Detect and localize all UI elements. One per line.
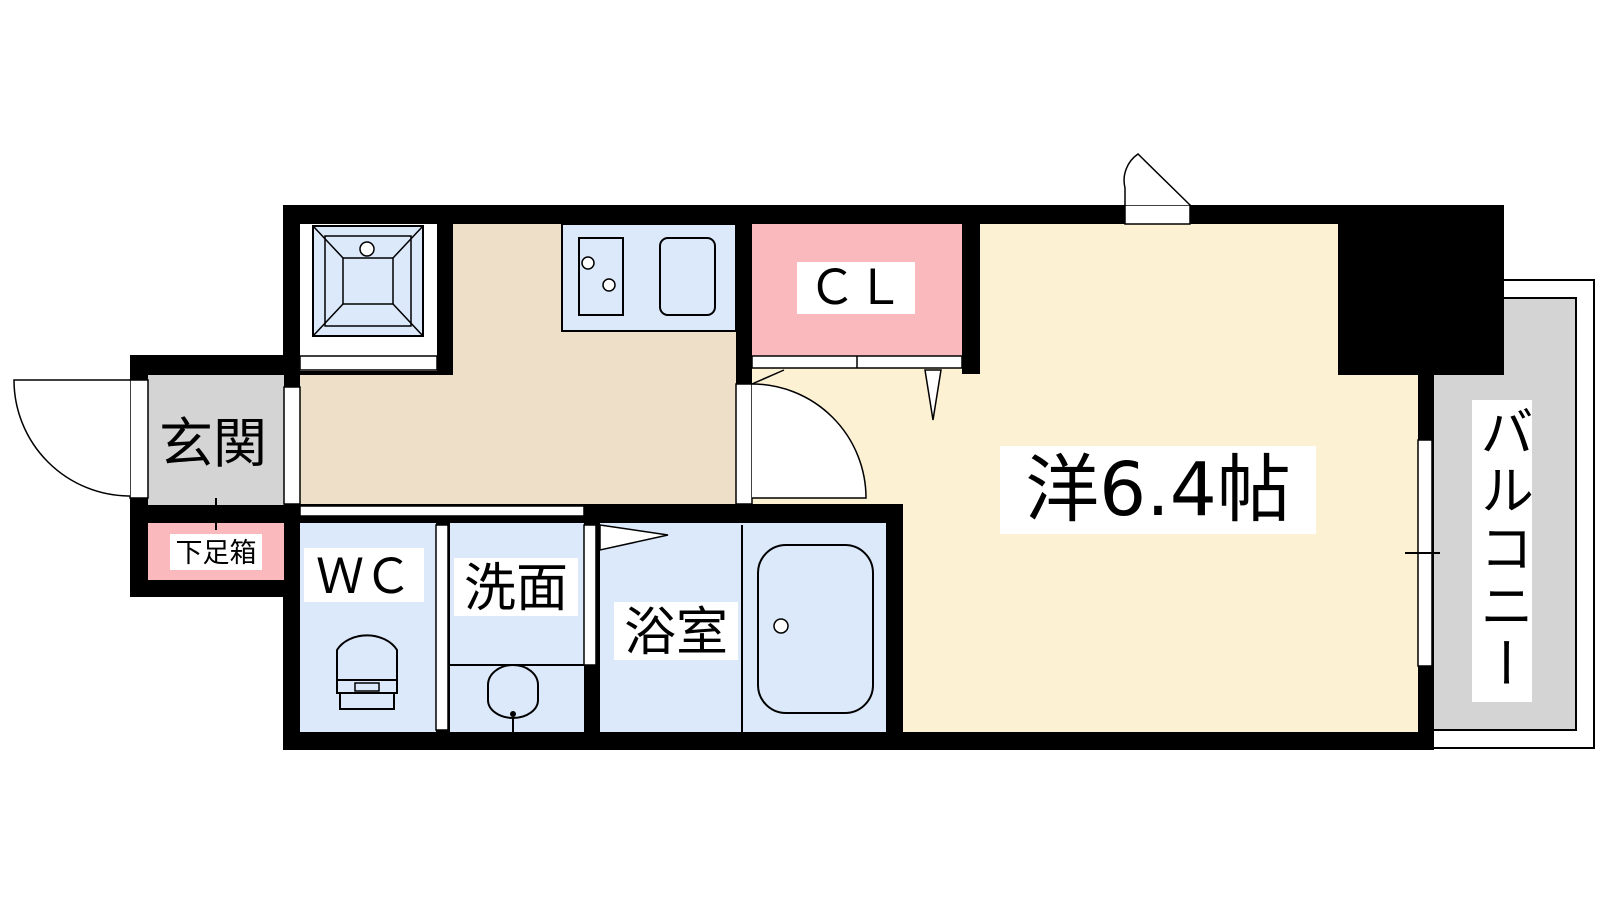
washing-machine-pan-icon	[312, 225, 424, 337]
closet-door-marker	[924, 369, 942, 421]
western-room-label-bg	[1000, 446, 1316, 534]
bath-door-marker	[599, 524, 669, 551]
shoe-box-label-bg	[170, 534, 262, 570]
front-door-swing	[13, 379, 131, 497]
balcony-label-bg	[1472, 400, 1532, 702]
door-lines	[129, 204, 1433, 731]
entrance-label-bg	[154, 415, 272, 473]
shoe-box-label: 下足箱	[176, 538, 257, 569]
washroom-label: 洗面	[464, 559, 568, 619]
bathroom-label: 浴室	[624, 603, 728, 663]
window-door-swing	[1123, 153, 1191, 206]
toilet-label: ＷＣ	[316, 549, 412, 605]
kitchen-sink-icon	[659, 237, 716, 316]
toilet-icon	[336, 634, 398, 710]
western-room-label: 洋6.4帖	[1025, 447, 1291, 533]
balcony-label: バルコニー	[1471, 404, 1534, 694]
toilet-label-bg	[304, 548, 424, 602]
wash-basin-icon	[450, 664, 584, 732]
room-door-leaf	[751, 369, 785, 385]
washroom-label-bg	[454, 558, 578, 616]
closet-label: ＣＬ	[808, 260, 904, 316]
room-door-swing	[751, 383, 867, 499]
entrance-label: 玄関	[159, 412, 267, 475]
bathroom-label-bg	[614, 602, 738, 660]
bathtub-icon	[741, 525, 874, 732]
closet-label-bg	[797, 262, 915, 314]
stove-icon	[578, 237, 624, 316]
